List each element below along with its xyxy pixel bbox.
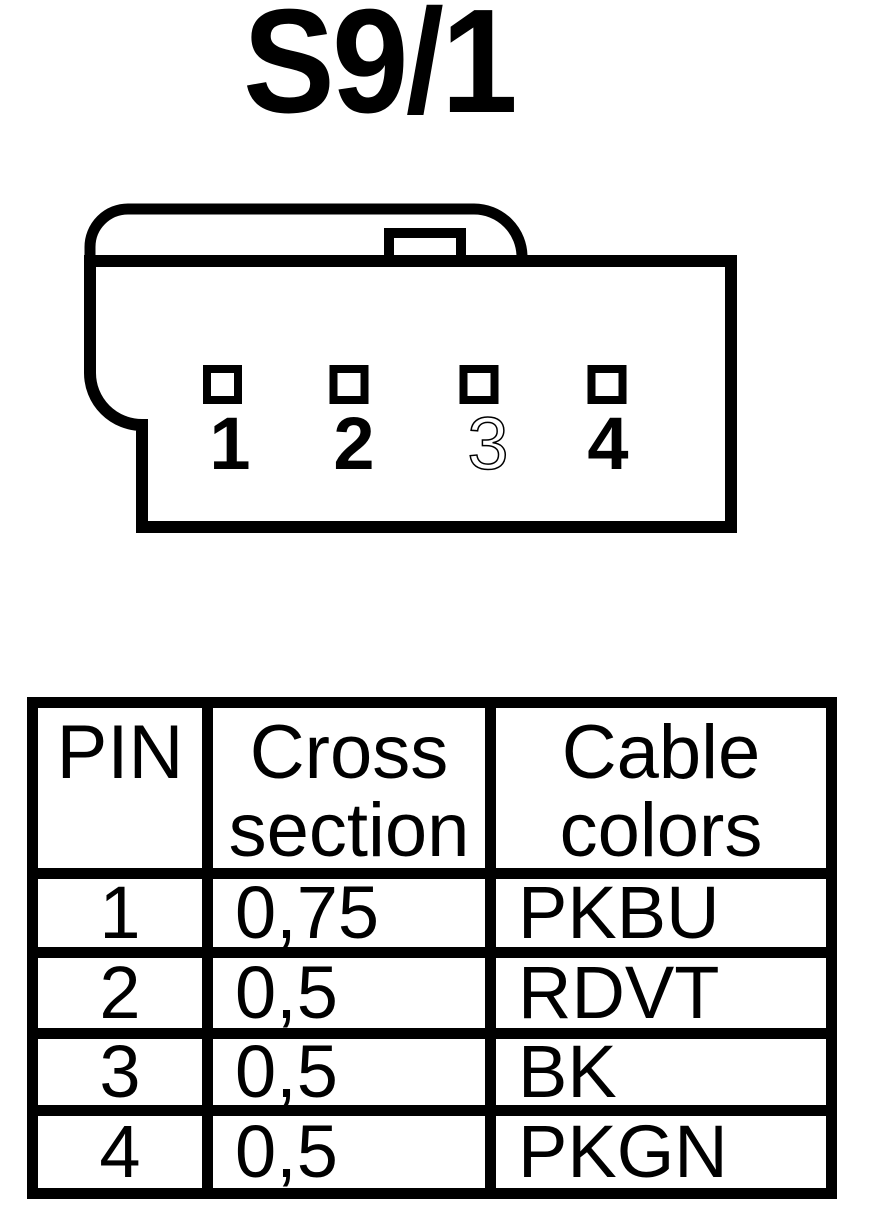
page-title: S9/1 (243, 0, 518, 144)
table-row-2-cross-section: 0,5 (213, 956, 485, 1030)
pin-table: PIN Cross section Cable colors 1 0,75 PK… (27, 697, 837, 1199)
pin-label-4: 4 (587, 402, 628, 485)
table-row-4-cross-section: 0,5 (213, 1115, 485, 1189)
table-row-4-cable-colors: PKGN (496, 1115, 826, 1189)
table-row-3-pin: 3 (38, 1035, 202, 1109)
table-row-1-cable-colors: PKBU (496, 876, 826, 950)
pin-label-2: 2 (333, 402, 374, 485)
pin-cavity-4 (587, 365, 627, 404)
connector-latch-tab (384, 228, 466, 260)
pin-cavity-3 (459, 365, 499, 404)
pin-label-3: 3 (467, 402, 508, 485)
table-row-2-pin: 2 (38, 956, 202, 1030)
table-row-2-cable-colors: RDVT (496, 956, 826, 1030)
table-row-3-cross-section: 0,5 (213, 1035, 485, 1109)
table-row-1-pin: 1 (38, 876, 202, 950)
connector-body-outline (84, 255, 737, 533)
table-header-cross-section: Cross section (213, 708, 485, 870)
connector-cap-outline (84, 203, 528, 261)
table-header-cable-colors: Cable colors (496, 708, 826, 870)
table-row-4-pin: 4 (38, 1115, 202, 1189)
table-row-1-cross-section: 0,75 (213, 876, 485, 950)
pin-cavity-1 (203, 365, 242, 404)
connector-diagram: 1 2 3 4 (84, 203, 737, 533)
table-header-pin: PIN (38, 708, 202, 868)
pin-cavity-2 (329, 365, 369, 404)
pin-label-1: 1 (209, 402, 250, 485)
table-row-3-cable-colors: BK (496, 1035, 826, 1109)
